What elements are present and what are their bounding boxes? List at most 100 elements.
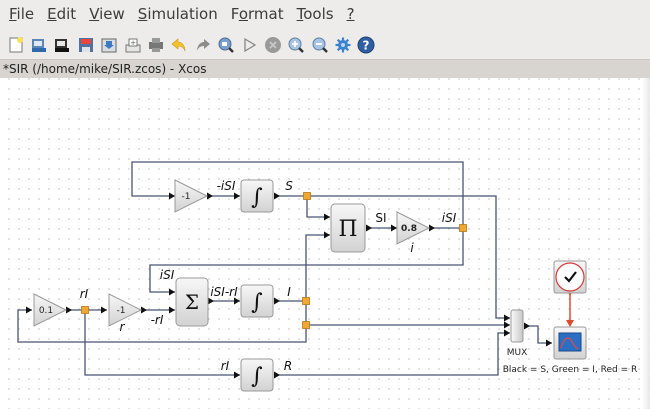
save-icon [78,38,93,52]
split-isi[interactable] [459,224,467,232]
export-icon: + [125,38,141,53]
canvas-edge [642,78,650,409]
gain-block-neg-r[interactable]: -1 r [108,293,143,334]
label-i: I [287,285,291,299]
label-si: SI [375,211,386,225]
redo-button[interactable] [193,36,212,55]
fit-diagram-button[interactable] [217,36,236,55]
stop-simulation-icon [264,37,281,53]
split-i-2[interactable] [302,321,310,329]
scope-block[interactable] [553,326,587,360]
gain-top-value: -1 [182,192,191,202]
gain-beta-value: 0.8 [401,224,417,234]
mux-label: MUX [507,348,528,358]
integral-symbol: ∫ [251,185,263,210]
gain-block-recovery[interactable]: 0.1 [33,293,68,327]
menu-edit[interactable]: Edit [47,5,77,23]
print-icon [148,38,163,52]
split-points [81,192,467,329]
product-block[interactable]: Π [330,203,366,253]
links [17,161,552,376]
open-in-scilab-icon [55,39,70,52]
link-i-feedback[interactable] [17,309,307,343]
open-in-scilab-button[interactable] [53,36,72,55]
label-s: S [285,179,293,193]
redo-icon [196,39,210,51]
gain-neg-r-value: -1 [117,306,126,316]
gain-beta-param: i [410,241,414,255]
integral-block-r[interactable]: ∫ [240,358,274,392]
label-neg-isi: -iSI [217,179,236,193]
menu-simulation[interactable]: Simulation [137,5,218,23]
integral-block-s[interactable]: ∫ [240,179,274,213]
link-s-to-mux[interactable] [307,195,510,319]
split-i[interactable] [302,297,310,305]
split-ri[interactable] [81,306,89,314]
link-i-to-product[interactable] [305,234,330,301]
link-isi-to-sum[interactable] [149,228,464,293]
label-neg-ri: -rI [151,313,164,327]
xcos-demos-button[interactable] [333,36,352,55]
menu-view[interactable]: View [89,5,125,23]
svg-text:+: + [130,39,136,47]
zoom-in-button[interactable] [287,36,306,55]
link-s-to-product[interactable] [306,196,330,218]
svg-text:?: ? [363,39,370,53]
save-button[interactable] [76,36,95,55]
menu-tools[interactable]: Tools [296,5,334,23]
menu-bar: File Edit View Simulation Format Tools ? [0,0,650,28]
open-button[interactable] [30,36,49,55]
save-as-button[interactable] [100,36,119,55]
event-link[interactable] [566,291,574,327]
label-ri-bottom: rI [221,359,230,373]
help-icon: ? [357,36,375,54]
open-icon [32,39,47,52]
diagram-canvas[interactable] [0,78,650,409]
menu-file[interactable]: File [9,5,35,23]
help-button[interactable]: ? [357,36,376,55]
new-diagram-icon [9,37,23,53]
menu-format[interactable]: Format [230,5,284,23]
menu-help[interactable]: ? [346,5,355,23]
label-r: R [284,359,292,373]
sum-block[interactable]: Σ [175,277,209,327]
split-s[interactable] [303,192,311,200]
link-ri-to-r[interactable] [84,310,240,376]
link-isi-feedback-top[interactable] [131,161,464,228]
integral-block-i[interactable]: ∫ [240,284,274,318]
new-diagram-button[interactable] [6,36,25,55]
sum-symbol: Σ [185,290,199,314]
diagram-tab-title: *SIR (/home/mike/SIR.zcos) - Xcos [0,59,650,79]
print-button[interactable] [146,36,165,55]
window-title: *SIR (/home/mike/SIR.zcos) - Xcos [3,62,207,76]
gain-block-beta[interactable]: 0.8 i [396,211,431,255]
integral-symbol: ∫ [251,364,263,389]
start-simulation-button[interactable] [240,36,259,55]
export-button[interactable]: + [123,36,142,55]
gain-recovery-value: 0.1 [39,306,53,316]
label-sum-out: iSI-rI [210,285,238,299]
fit-diagram-icon [218,37,234,53]
link-r-to-mux[interactable] [274,332,510,376]
stop-simulation-button[interactable] [263,36,282,55]
gain-block-top[interactable]: -1 [174,179,209,213]
start-simulation-icon [244,37,257,53]
label-isi-in: iSI [160,268,175,282]
mux-block[interactable] [510,309,524,343]
undo-button[interactable] [170,36,189,55]
toolbar: + ? [0,30,650,60]
clock-icon [564,271,577,283]
label-ri: rI [80,287,89,301]
gain-neg-r-param: r [120,320,126,334]
integral-symbol: ∫ [251,290,263,315]
save-as-icon [101,38,117,53]
zoom-out-button[interactable] [310,36,329,55]
clock-block[interactable] [553,260,587,294]
zoom-out-icon [312,37,328,53]
link-mux-to-scope[interactable] [524,325,552,344]
zoom-in-icon [288,37,305,53]
product-symbol: Π [338,217,357,242]
undo-icon [171,38,186,52]
scope-plot-icon [560,337,579,350]
